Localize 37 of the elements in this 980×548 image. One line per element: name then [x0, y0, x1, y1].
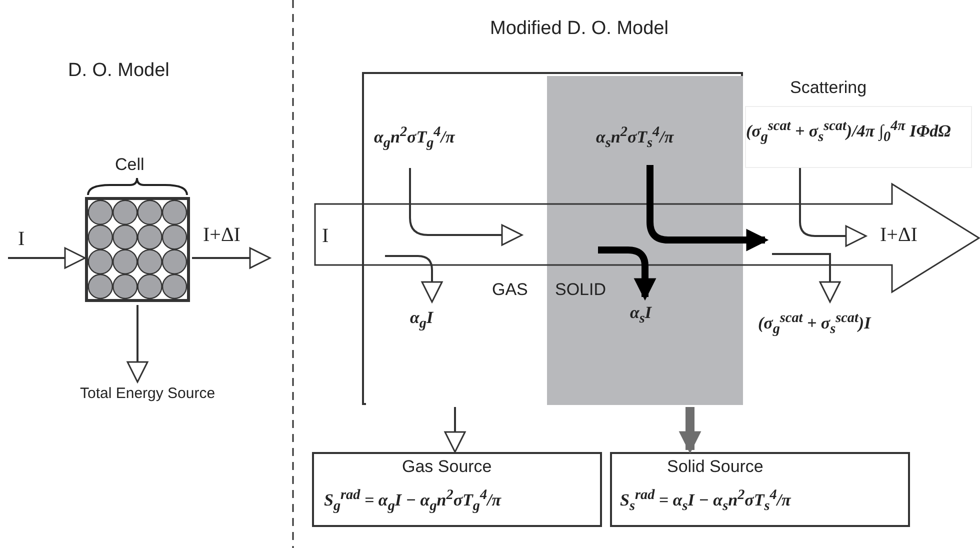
arrow: [772, 253, 841, 303]
formula-text: S$_{s}$$^{rad}$ = α$_{s}$I − α$_{s}$n$^{2}$σT$_{s}$$^{4}$/π: [620, 487, 791, 516]
arrow: [192, 247, 271, 269]
edge-label: I+ΔI: [203, 224, 240, 247]
panel-title: Modified D. O. Model: [490, 18, 668, 40]
formula-text: α$_{g}$I: [410, 308, 434, 332]
region-label: GAS: [492, 280, 528, 300]
source-box: [610, 452, 910, 527]
arrow: [646, 165, 768, 251]
heading-text: Cell: [115, 155, 144, 175]
formula-text: α$_{s}$n$^{2}$σT$_{s}$$^{4}$/π: [596, 124, 674, 152]
formula-text: (σ$_{g}$$^{scat}$ + σ$_{s}$$^{scat}$)I: [758, 310, 871, 338]
arrow: [799, 168, 867, 247]
formula-text: S$_{g}$$^{rad}$ = α$_{g}$I − α$_{g}$n$^{2}$σT$_{g}$$^{4}$/π: [324, 487, 502, 516]
arrow: [444, 407, 466, 453]
node-label: I+ΔI: [880, 224, 918, 247]
arrow: [409, 168, 523, 246]
formula-text: α$_{g}$n$^{2}$σT$_{g}$$^{4}$/π: [374, 124, 455, 152]
node-label: I: [322, 225, 329, 248]
edge-label: I: [18, 228, 25, 251]
panel-title: D. O. Model: [68, 60, 170, 82]
arrow: [126, 305, 148, 383]
model-box: [362, 72, 743, 405]
arrow: [385, 255, 443, 303]
heading-text: Scattering: [790, 78, 867, 98]
arrow: [679, 407, 701, 453]
node-label: Total Energy Source: [80, 385, 216, 402]
formula-text: α$_{s}$I: [630, 303, 652, 328]
source-box: [312, 452, 602, 527]
formula-text: (σ$_{g}$$^{scat}$ + σ$_{s}$$^{scat}$)/4π ∫$_{0}$$^{4π}$ IΦdΩ: [746, 118, 951, 146]
arrow: [598, 246, 656, 300]
arrow: [8, 247, 86, 269]
heading-text: Gas Source: [402, 457, 492, 477]
heading-text: Solid Source: [667, 457, 764, 477]
packed-cell-block: [85, 155, 190, 302]
region-label: SOLID: [555, 280, 606, 300]
solid-region: [547, 76, 743, 405]
